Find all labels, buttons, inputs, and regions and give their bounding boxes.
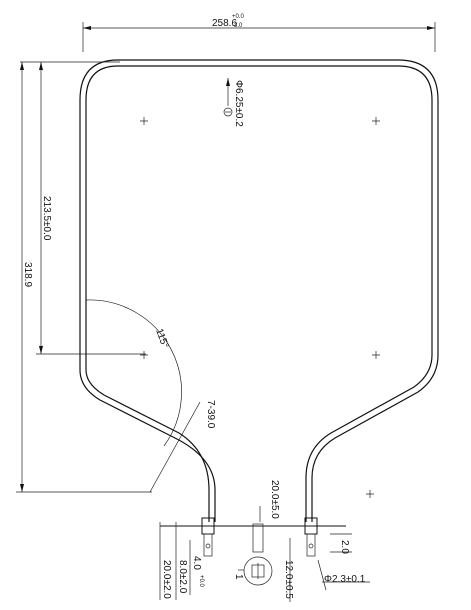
height-total-label: 318.9	[22, 262, 33, 287]
heating-element-outline	[79, 59, 439, 522]
terminal-bracket	[252, 523, 264, 553]
diameter-main-label: Φ6.25±0.2	[233, 80, 244, 127]
small-a-label: 4.0	[191, 556, 202, 570]
bend-radius-callout: 7-39.0	[149, 400, 216, 493]
bend-radius-label: 7-39.0	[205, 400, 216, 429]
terminal-detail-circle	[243, 556, 273, 586]
wire-diameter-label: Φ2.3±0.1	[324, 574, 366, 585]
mid-b-label: 8.0±2.0	[177, 560, 188, 594]
height-dimensions: 213.5±0.0 318.9	[16, 61, 152, 493]
terminal-len-label: 12.0±0.5	[283, 560, 294, 599]
angle-label: 115°	[153, 327, 170, 350]
terminal-section: 20.0±5.0 2.0 4.0 +0.0 8.0±2.0 20.0±2.0 1…	[159, 480, 370, 602]
mounting-point-marks	[140, 117, 380, 498]
tube-diameter-callout: Φ6.25±0.2	[223, 78, 244, 127]
detail-label: 1	[233, 574, 244, 580]
angle-annotation: 115°	[85, 299, 182, 447]
width-dimension: 258.6 +0.0 -3.0	[82, 14, 436, 52]
weld-symbol-icon	[223, 107, 233, 117]
width-tol-lower: -3.0	[232, 23, 243, 29]
height-inner-label: 213.5±0.0	[41, 196, 52, 241]
small-a-tol: +0.0	[198, 575, 204, 588]
width-tol-upper: +0.0	[232, 14, 245, 20]
long-c-label: 20.0±2.0	[161, 560, 172, 599]
right-spacing-label: 2.0	[339, 540, 350, 554]
terminal-height-label: 20.0±5.0	[269, 480, 280, 519]
width-total-label: 258.6	[212, 18, 237, 29]
